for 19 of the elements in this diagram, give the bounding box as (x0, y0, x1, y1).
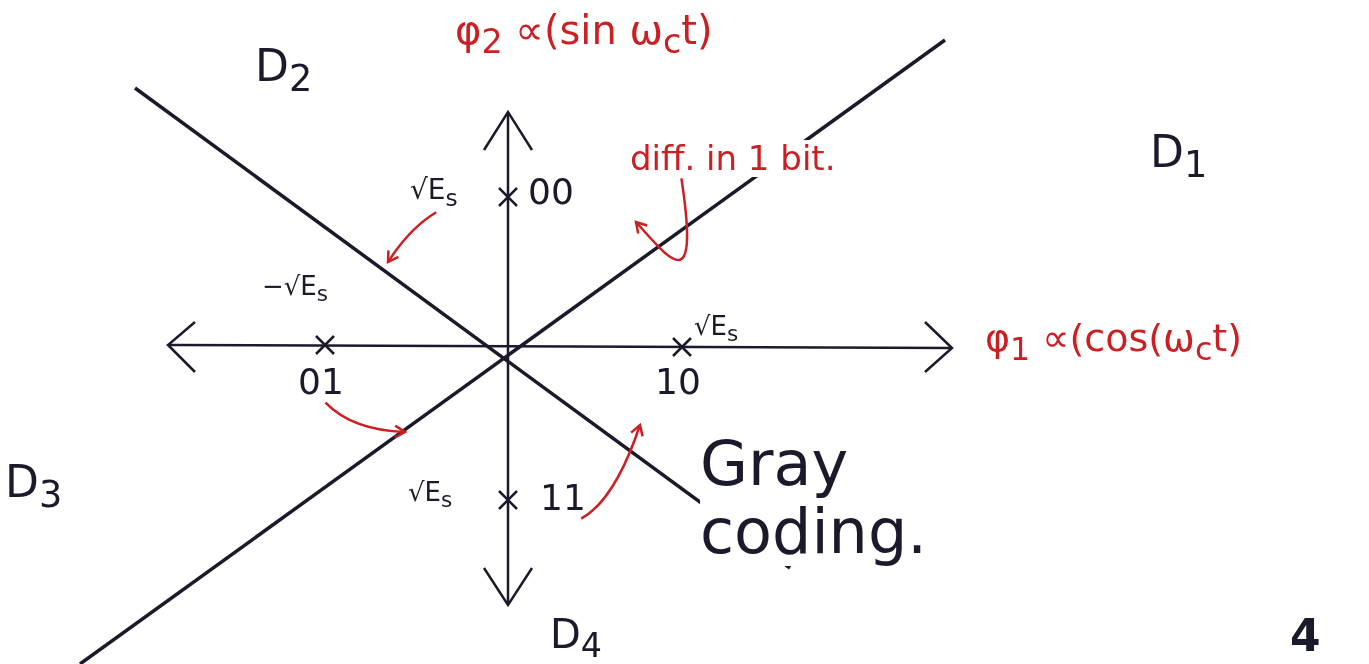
axis-label: φ$_{2}$ ∝(sin ω$_{c}$t) (455, 8, 713, 61)
axis-label: √E$_{s}$ (408, 478, 453, 512)
arrow (580, 423, 644, 520)
point-label: √E$_{s}$ (410, 175, 458, 212)
axis-label: 10 (655, 362, 701, 402)
axis-label: D$_{1}$ (1150, 128, 1208, 186)
page-number: 4 (1290, 612, 1321, 661)
axis-label: φ$_{1}$ ∝(cos(ω$_{c}$t) (985, 318, 1242, 367)
axis-label: D$_{3}$ (5, 458, 63, 516)
axis-label: 00 (528, 172, 574, 212)
axis-label: √E$_{s}$ (694, 312, 739, 346)
axis-label: −√E$_{s}$ (262, 272, 329, 306)
arrow (324, 401, 407, 439)
point-label: 01 (298, 362, 344, 402)
arrow (634, 178, 689, 261)
arrow (386, 211, 437, 264)
point-label: 11 (540, 478, 586, 518)
axis-label: D$_{2}$ (255, 42, 313, 100)
axis-label: D$_{4}$ (550, 612, 603, 664)
